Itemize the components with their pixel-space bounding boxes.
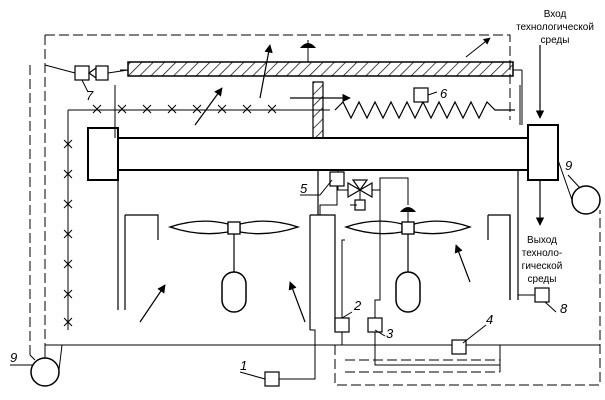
outlet-label-line-4: среды <box>528 274 557 285</box>
callout-6: 6 <box>440 86 448 101</box>
callout-7: 7 <box>86 88 94 103</box>
x-marked-line <box>63 104 330 330</box>
actuator-7 <box>44 64 129 81</box>
left-header-box <box>87 127 119 181</box>
inlet-label-line-1: Вход <box>544 9 567 20</box>
sensor-8-box <box>534 287 550 303</box>
header-duct <box>114 137 531 171</box>
sensor-6-box <box>413 87 429 103</box>
outlet-label: Выход техноло- гической среды <box>522 235 563 285</box>
fan-right <box>344 220 472 313</box>
outlet-label-line-1: Выход <box>527 235 557 246</box>
outlet-label-line-3: гической <box>522 261 563 272</box>
sensor-5-box <box>329 171 345 187</box>
callout-1: 1 <box>240 358 247 373</box>
valve-right-icon <box>400 207 416 212</box>
signal-lines <box>29 34 601 386</box>
callout-8: 8 <box>560 301 568 316</box>
callout-9-right: 9 <box>565 158 572 173</box>
right-header-box <box>527 124 559 181</box>
pump-left <box>30 357 60 387</box>
control-valve-three-way <box>337 170 416 222</box>
fan-left <box>167 220 301 313</box>
sensor-3-box <box>367 317 383 333</box>
callout-numbers: 1 2 3 4 5 6 7 8 9 9 <box>10 86 572 373</box>
pump-right <box>571 185 601 215</box>
top-valve-icon <box>300 43 316 48</box>
callout-4: 4 <box>486 312 493 327</box>
callout-9-left: 9 <box>10 350 17 365</box>
sensor-2-box <box>334 317 350 333</box>
inlet-label-line-3: среды <box>541 35 570 46</box>
sensor-1-box <box>264 371 280 387</box>
callout-2: 2 <box>353 298 362 313</box>
callout-leaders <box>10 79 581 380</box>
motor-right <box>395 271 421 313</box>
heater-coil <box>334 100 515 120</box>
central-shaft <box>312 81 324 139</box>
sensor-4-box <box>451 339 467 355</box>
inlet-label: Вход технологической среды <box>516 9 594 46</box>
callout-3: 3 <box>386 326 394 341</box>
upper-frame <box>114 85 521 138</box>
callout-5: 5 <box>300 181 308 196</box>
heat-exchanger-plate <box>127 61 514 77</box>
inlet-label-line-2: технологической <box>516 22 594 33</box>
chamber-walls <box>117 170 519 330</box>
outlet-label-line-2: техноло- <box>522 248 563 259</box>
motor-left <box>221 271 247 313</box>
